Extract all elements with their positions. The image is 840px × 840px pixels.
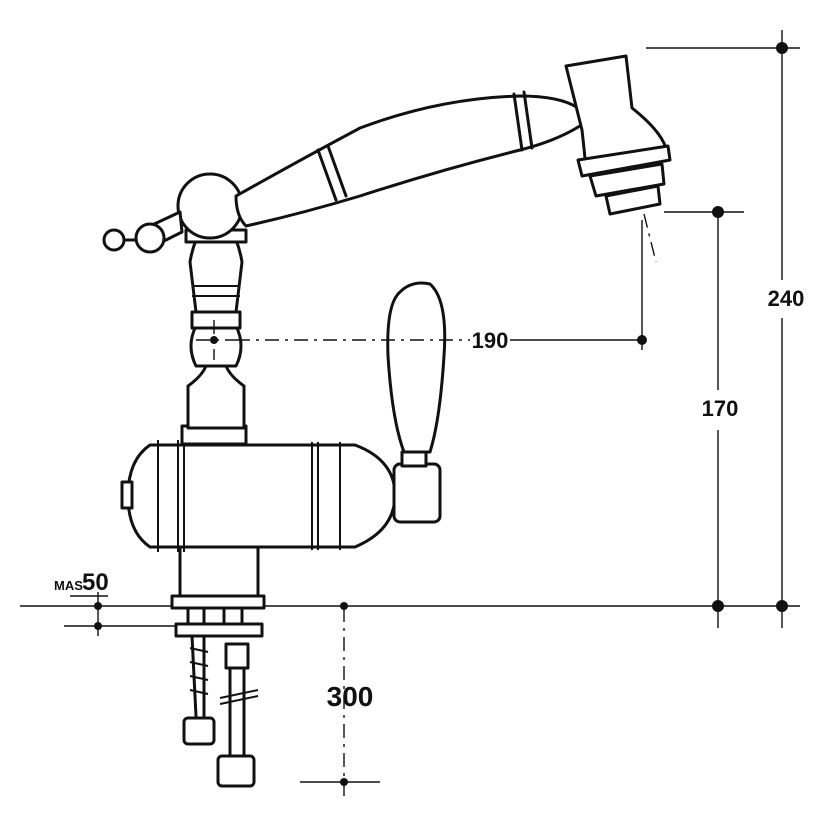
dimension-max-value: 50 [82, 569, 109, 596]
dimension-190-label: 190 [472, 328, 509, 353]
spray-head [564, 54, 672, 263]
lever-handle [386, 281, 447, 454]
faucet-body [120, 440, 442, 610]
dimension-190: 190 [210, 220, 647, 353]
dimension-300: 300 [300, 602, 380, 786]
dimension-240: 240 [646, 30, 804, 628]
dimension-240-label: 240 [768, 286, 805, 311]
dimension-max-prefix: MAS [54, 578, 83, 593]
swivel-head [102, 172, 244, 254]
faucet-column [180, 228, 248, 446]
dimension-170-label: 170 [702, 396, 739, 421]
dimension-170: 170 [664, 206, 744, 628]
supply-hoses [174, 606, 264, 788]
dimension-300-label: 300 [327, 681, 374, 712]
dimension-max-50: MAS 50 [54, 569, 176, 636]
spout-arm [234, 90, 588, 228]
